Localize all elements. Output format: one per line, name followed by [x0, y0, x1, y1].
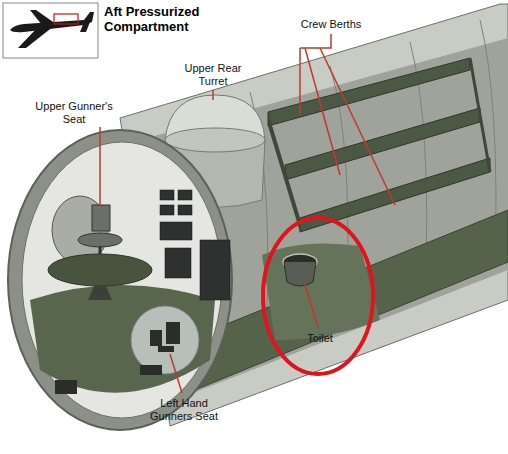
sighting-blister — [131, 306, 199, 374]
part-label: Upper Rear Turret — [170, 62, 256, 88]
toilet-floor — [262, 243, 380, 340]
crew-berths — [268, 58, 490, 232]
part-label: Left Hand Gunners Seat — [142, 397, 226, 423]
floor-box — [55, 380, 77, 394]
part-label: Upper Gunner's Seat — [24, 100, 124, 126]
part-label: Crew Berths — [286, 18, 376, 31]
toilet-base — [284, 262, 316, 286]
plane-silhouette — [10, 10, 94, 48]
inset-frame — [3, 3, 98, 58]
equipment-rack — [160, 190, 230, 300]
leader-lines — [100, 34, 395, 393]
bulkhead-ring — [8, 130, 232, 430]
compartment-floor — [30, 285, 215, 393]
title: Aft Pressurized Compartment — [104, 4, 254, 34]
highlight-circle — [263, 218, 373, 374]
fuselage-shell — [120, 4, 508, 426]
upper-rear-turret — [165, 95, 265, 208]
location-marker — [54, 14, 78, 24]
bulkhead — [22, 142, 222, 418]
upper-gunner-seat — [48, 196, 152, 300]
part-label: Toilet — [298, 332, 342, 345]
